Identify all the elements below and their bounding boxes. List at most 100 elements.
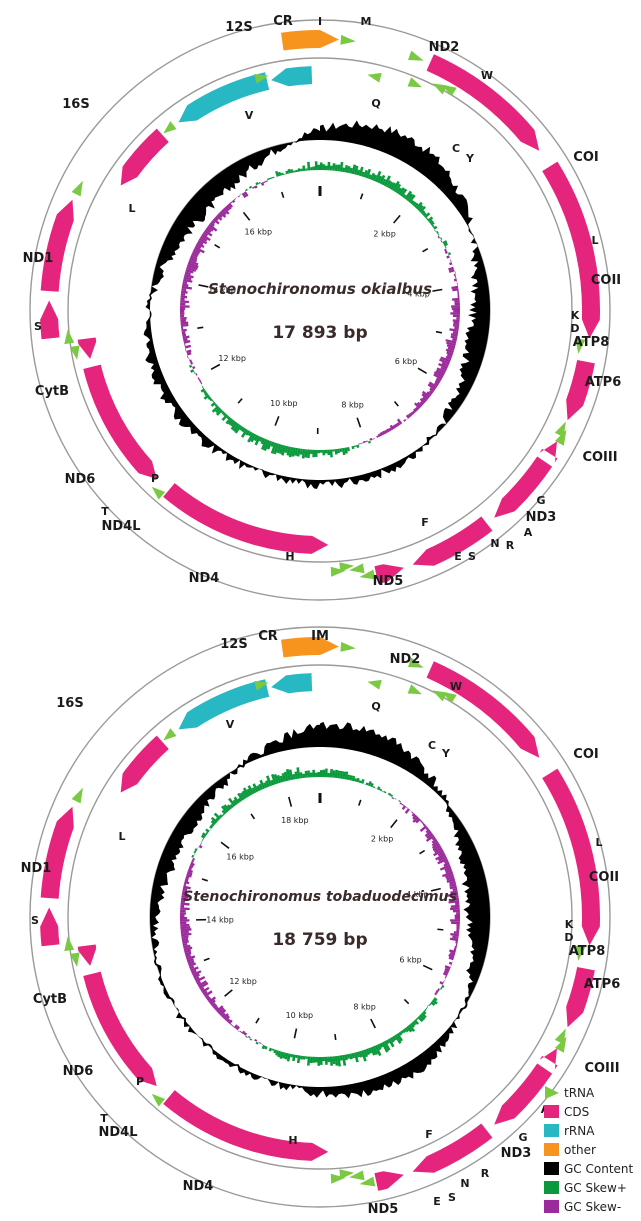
gene-atp6 [494,1063,553,1125]
gene-nd4l [77,944,97,966]
scale-tick [224,989,233,997]
scale-label: 14 kbp [206,915,234,924]
scale-label: 18 kbp [281,816,309,825]
gene-label-n: N [490,537,499,550]
scale-tick [419,849,426,855]
trna-marker [432,690,448,702]
gene-coi [542,768,600,946]
trna-marker [575,945,586,961]
gene-nd2 [426,661,540,758]
scale-label: 6 kbp [399,955,421,964]
gene-16s [178,679,270,730]
trna-marker [330,1173,346,1184]
gene-nd1 [120,128,169,186]
trna-marker [575,338,586,354]
scale-tick [359,193,364,200]
gene-label-nd2: ND2 [390,652,421,667]
gene-label-nd3: ND3 [501,1146,532,1161]
gene-nd5 [163,1090,329,1161]
gene-label-k: K [565,918,574,931]
gene-label-coi: COI [573,150,598,165]
scale-tick [242,211,251,221]
scale-tick [403,998,410,1005]
gene-label-c: C [452,142,460,155]
scale-tick [198,284,209,288]
scale-label: 16 kbp [226,853,254,862]
gene-label-coii: COII [589,870,619,885]
scale-tick [214,243,221,249]
gene-label-im: IM [311,629,329,644]
scale-tick [201,878,208,882]
gene-nd4 [83,971,157,1087]
legend-label: CDS [564,1105,589,1119]
trna-marker [254,681,269,691]
gene-atp6 [494,456,553,518]
scale-tick [393,400,399,407]
gene-label-s2: S [34,320,42,333]
legend-label: GC Skew+ [564,1181,627,1195]
scale-label: 8 kbp [341,401,363,410]
gene-label-nd4: ND4 [189,571,220,586]
gene-label-t: T [101,505,109,518]
trna-marker [407,684,422,695]
gene-ring-inner [67,664,573,1170]
gene-label-v: V [226,718,235,731]
gene-coiii [412,516,493,566]
gene-cytb [40,199,74,292]
gene-coi [542,161,600,339]
trna-marker [408,657,424,668]
trna-marker [151,486,166,500]
gene-label-s1: S [468,550,476,563]
gene-label-atp8: ATP8 [569,944,606,959]
gene-label-s1: S [448,1191,456,1204]
trna-marker [69,952,80,967]
gene-label-s2: S [31,914,39,927]
gene-label-coii: COII [591,273,621,288]
scale-label: 2 kbp [371,835,393,844]
scale-tick [422,247,429,253]
gene-label-f: F [425,1128,433,1141]
gene-label-nd2: ND2 [429,40,460,55]
scale-tick [370,1018,376,1029]
scale-tick [288,796,293,807]
gene-label-12s: 12S [225,20,252,35]
gene-coiii [412,1123,493,1173]
gene-16s [178,72,270,123]
gene-label-y: Y [441,747,451,760]
scale-tick [255,1017,260,1024]
trna-marker [340,34,356,45]
gene-cytb [40,806,74,899]
gene-label-coiii: COIII [582,450,617,465]
gene-label-d: D [564,931,573,944]
gene-label-l1: L [118,830,125,843]
scale-tick [358,799,362,806]
trna-marker [163,728,177,741]
gene-label-c: C [428,739,436,752]
scale-tick [435,330,443,334]
gene-label-nd4l: ND4L [99,1125,138,1140]
gene-label-nd4l: ND4L [102,519,141,534]
gene-label-12s: 12S [220,637,247,652]
trna-marker [71,787,83,804]
gene-label-g: G [518,1131,527,1144]
gene-label-nd1: ND1 [23,251,54,266]
gene-label-nd4: ND4 [183,1179,214,1194]
scale-label: 4 kbp [407,289,429,298]
gene-label-m: M [361,15,372,28]
gene-coii [566,966,595,1028]
scale-tick [210,363,221,370]
scale-label: 4 kbp [406,890,428,899]
gene-label-g: G [536,494,545,507]
gene-nd4 [83,364,157,480]
gene-label-v: V [245,109,254,122]
scale-tick [220,841,230,849]
scale-tick [197,326,204,330]
genome-length: 18 759 bp [272,930,367,950]
gene-label-n: N [460,1177,469,1190]
gene-label-i: I [318,15,322,28]
legend-label: GC Skew- [564,1200,621,1214]
trna-marker [163,121,177,134]
trna-marker [407,77,422,88]
